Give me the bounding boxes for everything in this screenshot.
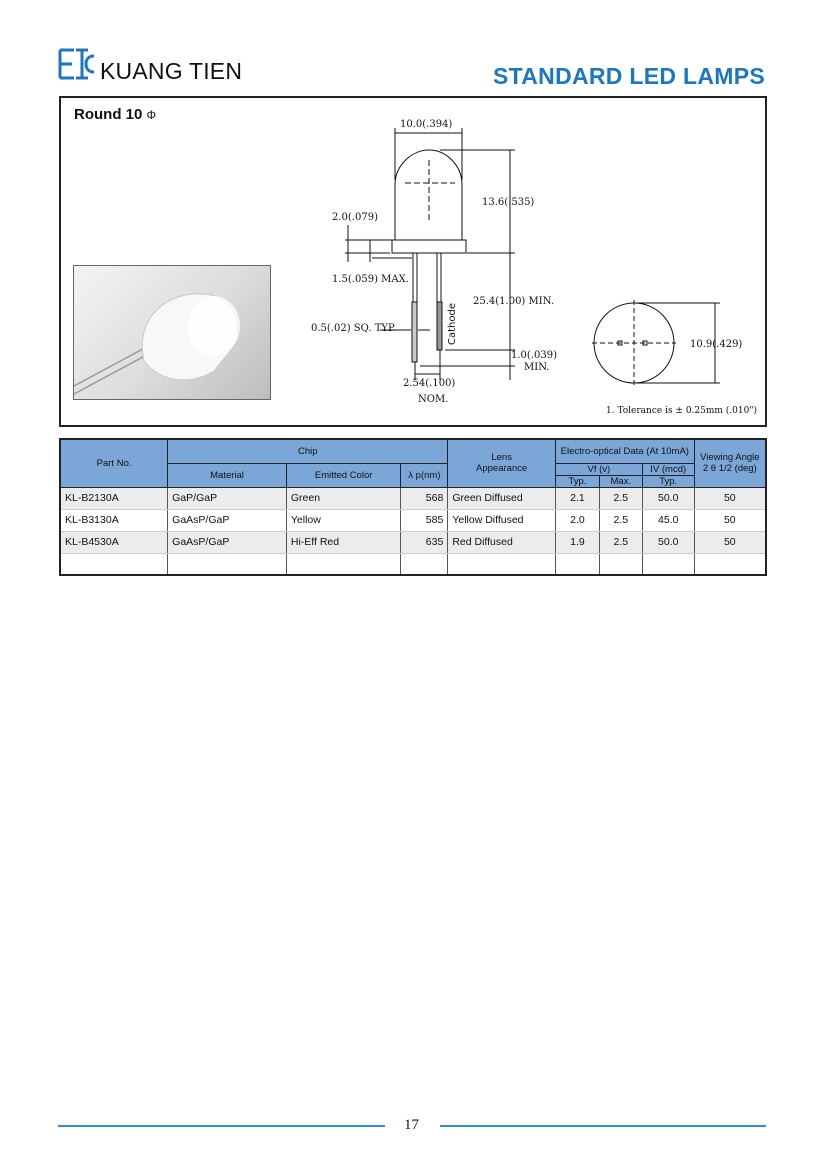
viewing-angle: 50	[693, 531, 767, 554]
emitted-color: Hi-Eff Red	[285, 531, 402, 554]
angle-header-2: 2 θ 1/2 (deg)	[702, 463, 757, 475]
page-number: 17	[404, 1117, 419, 1133]
material: GaAsP/GaP	[167, 509, 287, 532]
kuang-tien-logo	[58, 48, 95, 80]
col-chip: Chip	[167, 438, 449, 464]
vf-max: 2.5	[598, 487, 643, 510]
iv-typ: 50.0	[641, 487, 695, 510]
vf-max: 2.5	[598, 531, 643, 554]
part-no: KL-B3130A	[59, 509, 169, 532]
lens-header-2: Appearance	[476, 463, 528, 475]
col-iv-typ: Typ.	[641, 474, 695, 488]
col-emitted-color: Emitted Color	[285, 462, 402, 488]
phi-symbol: Φ	[146, 108, 157, 122]
col-electro: Electro-optical Data (At 10mA)	[555, 438, 695, 464]
iv-typ: 45.0	[641, 509, 695, 532]
drawing-panel	[59, 96, 767, 427]
wavelength: 635	[400, 531, 449, 554]
part-no: KL-B4530A	[59, 531, 169, 554]
lens: Yellow Diffused	[447, 509, 556, 532]
col-wavelength: λ p(nm)	[400, 462, 449, 488]
col-vf: Vf (v)	[555, 462, 643, 476]
led-photo	[73, 265, 271, 400]
vf-max: 2.5	[598, 509, 643, 532]
lens: Red Diffused	[447, 531, 556, 554]
emitted-color: Yellow	[285, 509, 402, 532]
col-iv: IV (mcd)	[641, 462, 695, 476]
lens-header: Lens	[491, 452, 512, 464]
col-vf-typ: Typ.	[555, 474, 600, 488]
emitted-color: Green	[285, 487, 402, 510]
vf-typ: 2.1	[555, 487, 600, 510]
part-no: KL-B2130A	[59, 487, 169, 510]
footer-rule-left	[58, 1125, 385, 1127]
viewing-angle: 50	[693, 487, 767, 510]
drawing-title-text: Round 10	[74, 106, 143, 123]
angle-header: Viewing Angle	[700, 452, 760, 464]
footer-rule-right	[440, 1125, 766, 1127]
viewing-angle: 50	[693, 509, 767, 532]
vf-typ: 2.0	[555, 509, 600, 532]
table-row-empty	[59, 553, 767, 576]
brand-name: KUANG TIEN	[100, 58, 243, 84]
lens: Green Diffused	[447, 487, 556, 510]
col-material: Material	[167, 462, 287, 488]
col-part-no: Part No.	[59, 438, 169, 488]
material: GaAsP/GaP	[167, 531, 287, 554]
material: GaP/GaP	[167, 487, 287, 510]
col-vf-max: Max.	[598, 474, 643, 488]
table-row: KL-B4530A GaAsP/GaP Hi-Eff Red 635 Red D…	[59, 531, 767, 554]
table-row: KL-B2130A GaP/GaP Green 568 Green Diffus…	[59, 487, 767, 510]
wavelength: 568	[400, 487, 449, 510]
vf-typ: 1.9	[555, 531, 600, 554]
iv-typ: 50.0	[641, 531, 695, 554]
drawing-title: Round 10 Φ	[74, 106, 156, 123]
table-row: KL-B3130A GaAsP/GaP Yellow 585 Yellow Di…	[59, 509, 767, 532]
page-title: STANDARD LED LAMPS	[492, 63, 765, 89]
wavelength: 585	[400, 509, 449, 532]
